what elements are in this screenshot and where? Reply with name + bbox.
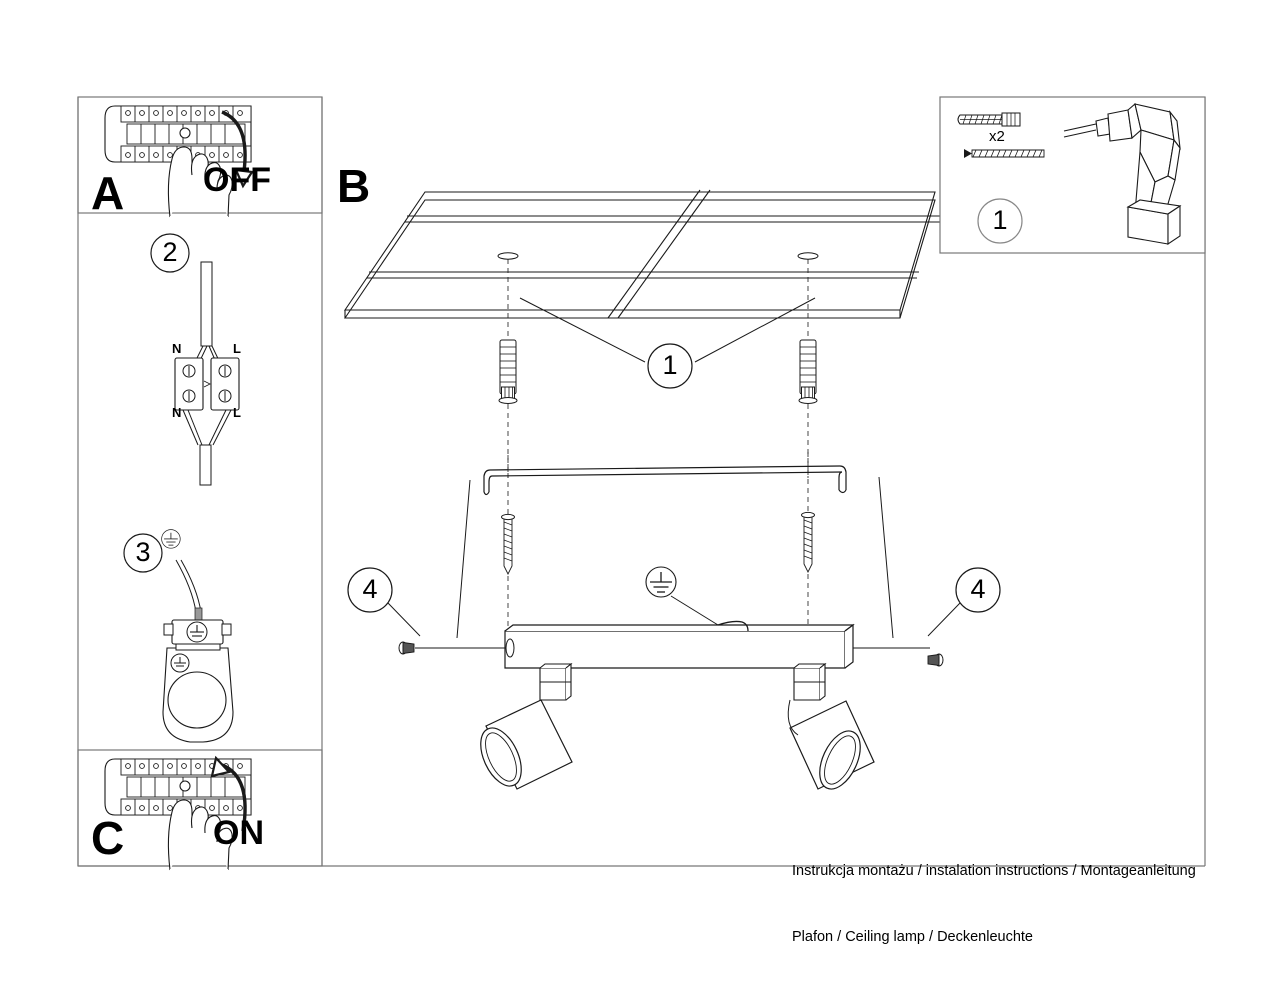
callout-grub-screw-left: 4: [362, 574, 378, 604]
instruction-sheet: A OFF B C ON 2 N L N L 3 1 4 4 x2 1 Inst…: [77, 96, 1206, 945]
panel-a: [77, 96, 323, 218]
callout-ceiling-anchor: 1: [662, 350, 678, 380]
terminal-label-l-top: L: [233, 341, 241, 356]
panel-c-state-label: ON: [213, 814, 264, 852]
left-column-divider: [77, 97, 323, 866]
caption-line-1: Instrukcja montażu / instalation instruc…: [792, 863, 1196, 879]
panel-c: [77, 749, 323, 871]
grub-screw-callouts: [347, 567, 1001, 667]
lamp-fixture: [415, 566, 930, 790]
callout-grub-screw-right: 4: [970, 574, 986, 604]
step-2-terminal-block: [150, 233, 240, 486]
caption-line-2: Plafon / Ceiling lamp / Deckenleuchte: [792, 929, 1033, 945]
diagram-drawing: [77, 96, 1206, 871]
power-drill-icon: [1063, 102, 1182, 246]
panel-a-state-label: OFF: [203, 161, 271, 199]
tools-panel-callout: 1: [992, 205, 1008, 235]
step-2-number: 2: [162, 237, 178, 267]
terminal-label-n-bottom: N: [172, 405, 182, 420]
ceiling-assembly: [343, 189, 947, 478]
sheet-caption: Instrukcja montażu / instalation instruc…: [792, 816, 1196, 992]
mounting-bracket-bar: [456, 452, 894, 639]
panel-c-letter: C: [91, 812, 125, 864]
step-3-earth-connection: [123, 529, 234, 743]
terminal-label-n-top: N: [172, 341, 182, 356]
wall-plug-quantity-label: x2: [989, 128, 1005, 145]
tools-panel: [939, 96, 1206, 254]
step-3-number: 3: [135, 537, 151, 567]
terminal-label-l-bottom: L: [233, 405, 241, 420]
panel-b-letter: B: [337, 160, 371, 212]
panel-a-letter: A: [91, 167, 125, 219]
